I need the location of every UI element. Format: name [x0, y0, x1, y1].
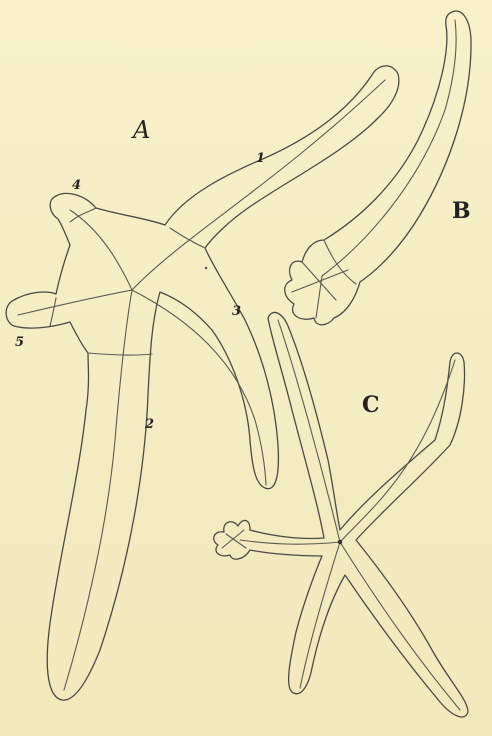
figure-c-disc-cross — [222, 530, 246, 548]
figure-c-center — [338, 540, 342, 544]
arm-3-number: 3 — [232, 304, 241, 319]
arm-1-number: 1 — [256, 151, 265, 166]
arm-1-midline — [132, 80, 385, 290]
figure-a-label: A — [131, 116, 150, 144]
arm-1-junction — [170, 228, 205, 248]
arm-2-number: 2 — [144, 417, 154, 432]
figure-c-right-arm-midline — [340, 360, 455, 542]
figure-b-arm-outline — [285, 11, 471, 325]
figure-c-lower-right-midline — [340, 542, 460, 710]
figure-c-long-arm-midline — [278, 320, 340, 542]
arm-5-junction — [50, 298, 56, 326]
arm-3-midline — [132, 290, 266, 485]
figure-c-body-outline — [214, 312, 468, 717]
figure-c — [214, 312, 468, 717]
figure-c-label: C — [362, 392, 380, 418]
figure-a-body-outline — [6, 66, 399, 700]
figure-c-short-arm-midline — [240, 540, 340, 544]
figure-b — [285, 11, 471, 325]
arm-4-number: 4 — [72, 178, 81, 193]
arm-4-midline — [70, 210, 132, 290]
figure-c-lower-left-midline — [300, 542, 340, 688]
figure-b-label: B — [452, 198, 471, 224]
figure-a-pore — [205, 267, 207, 269]
figure-a — [6, 66, 399, 700]
arm-5-number: 5 — [15, 335, 24, 350]
arm-5-midline — [18, 290, 132, 315]
arm-2-junction — [88, 353, 152, 355]
